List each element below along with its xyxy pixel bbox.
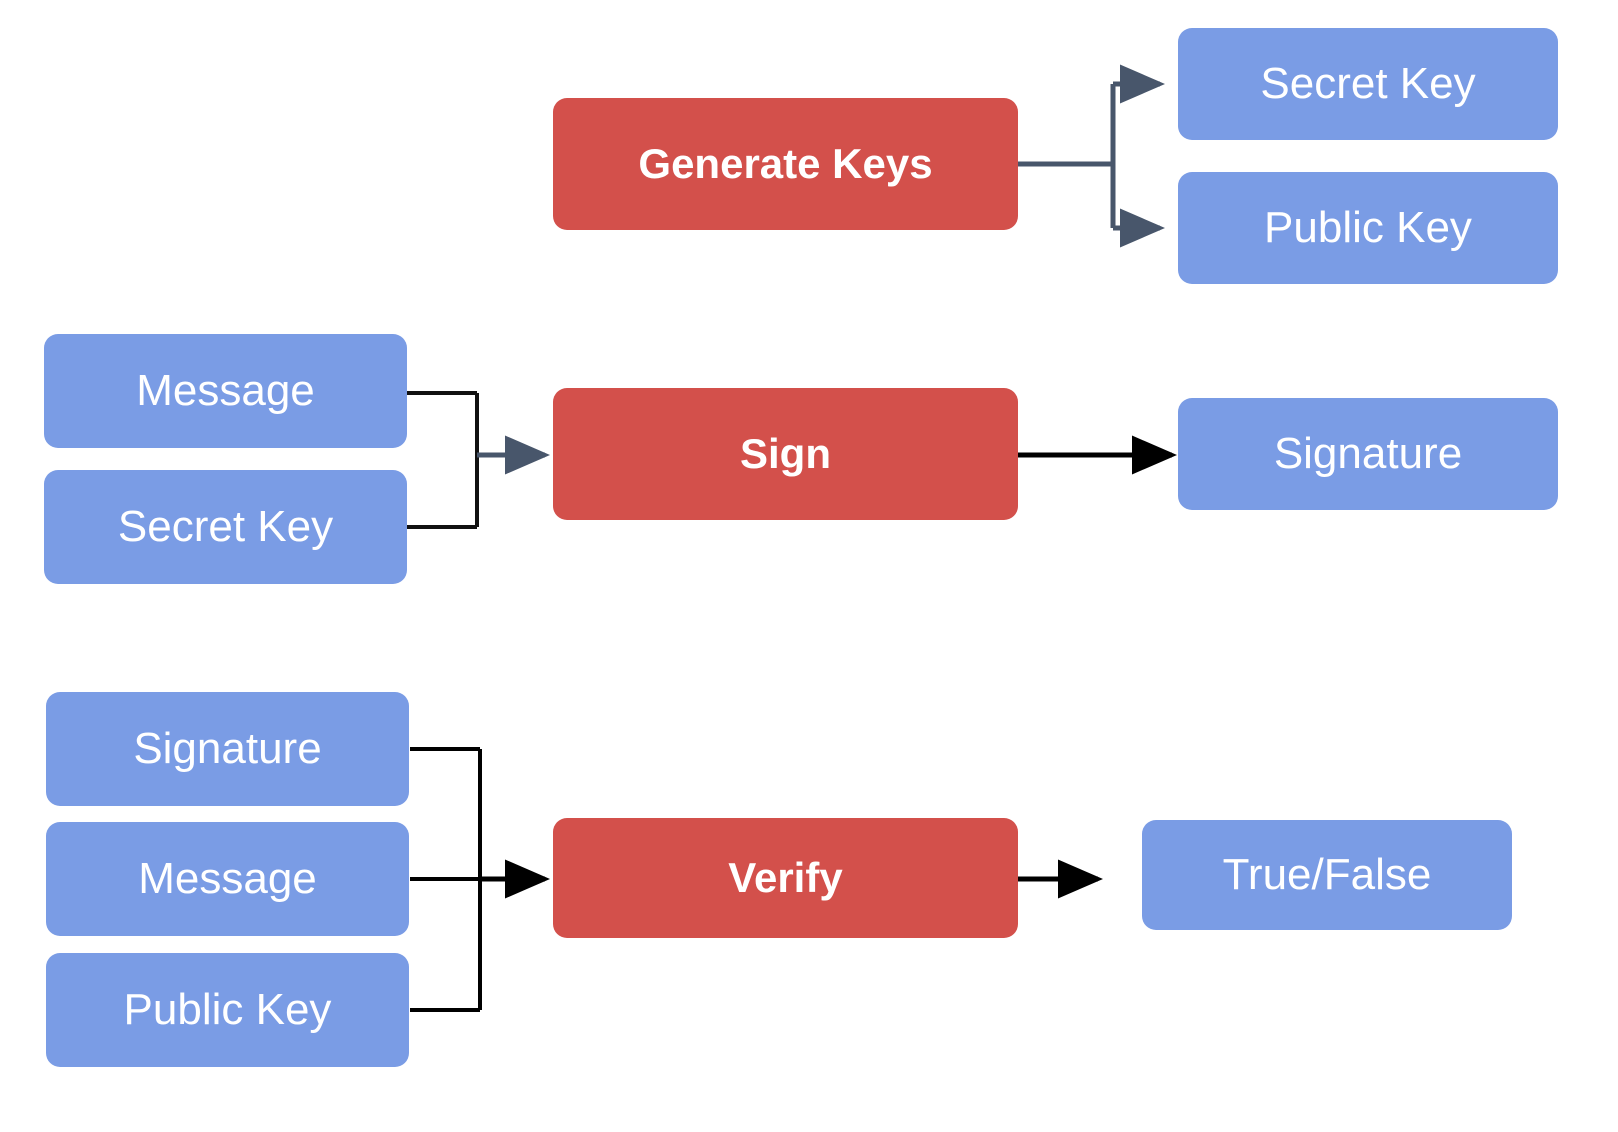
node-secret-key-output[interactable]: Secret Key — [1178, 28, 1558, 140]
node-true-false-output-label: True/False — [1222, 849, 1432, 899]
node-signature-verify-input[interactable]: Signature — [46, 692, 409, 806]
node-generate-keys-label: Generate Keys — [638, 139, 933, 187]
node-public-key-verify-input[interactable]: Public Key — [46, 953, 409, 1067]
node-generate-keys[interactable]: Generate Keys — [553, 98, 1018, 230]
connector-verify-inputs — [410, 747, 550, 1012]
node-secret-key-sign-input-label: Secret Key — [117, 501, 334, 551]
node-secret-key-output-label: Secret Key — [1260, 58, 1476, 108]
node-message-sign-input[interactable]: Message — [44, 334, 407, 448]
node-public-key-output[interactable]: Public Key — [1178, 172, 1558, 284]
connector-sign-inputs — [407, 391, 550, 529]
node-verify-label: Verify — [728, 853, 843, 901]
node-sign[interactable]: Sign — [553, 388, 1018, 520]
node-signature-output[interactable]: Signature — [1178, 398, 1558, 510]
node-secret-key-sign-input[interactable]: Secret Key — [44, 470, 407, 584]
node-public-key-verify-input-label: Public Key — [123, 984, 332, 1034]
node-message-sign-input-label: Message — [136, 365, 315, 415]
node-true-false-output[interactable]: True/False — [1142, 820, 1512, 930]
connector-generate-keys-to-keys — [1018, 64, 1165, 248]
node-signature-output-label: Signature — [1273, 428, 1463, 478]
node-signature-verify-input-label: Signature — [133, 723, 322, 773]
node-sign-label: Sign — [740, 429, 831, 477]
node-verify[interactable]: Verify — [553, 818, 1018, 938]
node-message-verify-input[interactable]: Message — [46, 822, 409, 936]
node-message-verify-input-label: Message — [138, 853, 317, 903]
node-public-key-output-label: Public Key — [1264, 202, 1472, 252]
